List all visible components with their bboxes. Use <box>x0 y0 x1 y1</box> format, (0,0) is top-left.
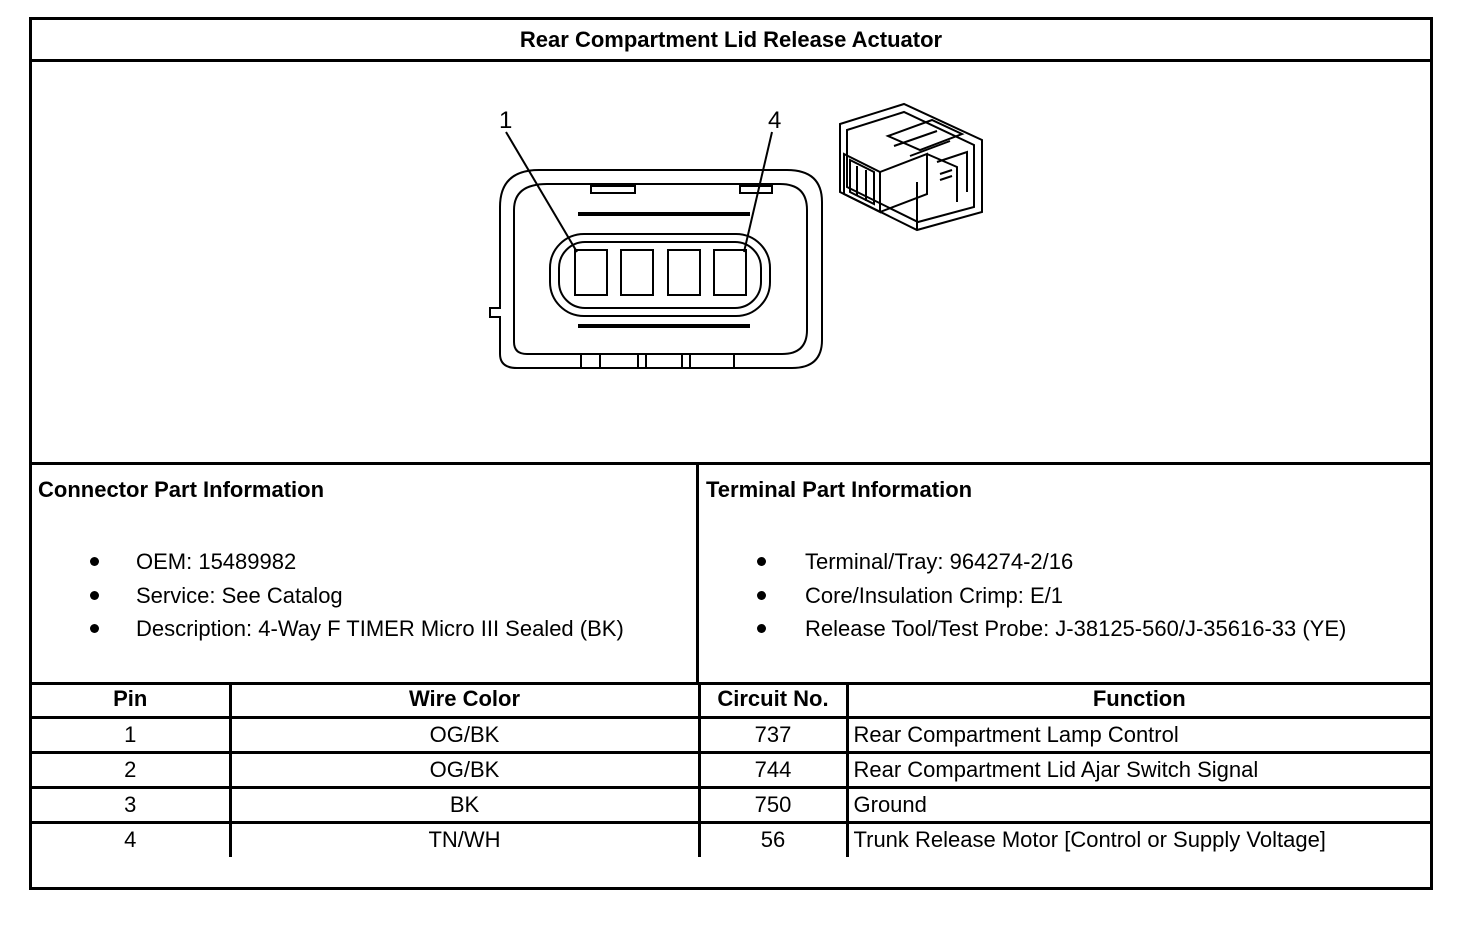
pin-cell: 2 <box>32 750 232 789</box>
circuit-cell: 744 <box>697 750 849 789</box>
function-cell: Rear Compartment Lamp Control <box>845 715 1430 754</box>
table-row: 1 OG/BK 737 Rear Compartment Lamp Contro… <box>32 715 1430 754</box>
bullet-icon <box>757 557 766 566</box>
bullet-icon <box>757 590 766 600</box>
circuit-cell: 750 <box>697 785 849 824</box>
column-header-pin: Pin <box>32 682 232 719</box>
pin-callout-4: 4 <box>768 107 781 134</box>
connector-isometric-icon <box>839 102 983 232</box>
terminal-part-info: Terminal Part Information Terminal/Tray:… <box>706 477 1347 641</box>
bullet-icon <box>90 557 99 566</box>
connector-info-heading: Connector Part Information <box>38 477 325 502</box>
bullet-icon <box>90 624 99 633</box>
column-header-wire-color: Wire Color <box>228 682 701 719</box>
connector-sheet: Rear Compartment Lid Release Actuator <box>29 17 1433 890</box>
terminal-info-heading: Terminal Part Information <box>706 477 973 502</box>
table-header-row: Pin Wire Color Circuit No. Function <box>32 682 1430 719</box>
pin-cell: 3 <box>32 785 232 824</box>
function-cell: Ground <box>845 785 1430 824</box>
function-cell: Trunk Release Motor [Control or Supply V… <box>845 820 1430 857</box>
bullet-icon <box>90 590 99 600</box>
connector-part-info: Connector Part Information OEM: 15489982… <box>32 465 699 682</box>
part-information-row: Connector Part Information OEM: 15489982… <box>32 465 1430 685</box>
circuit-cell: 56 <box>697 820 849 857</box>
wire-color-cell: OG/BK <box>228 715 701 754</box>
circuit-cell: 737 <box>697 715 849 754</box>
table-row: 4 TN/WH 56 Trunk Release Motor [Control … <box>32 820 1430 857</box>
connector-diagram-area: 1 4 <box>32 62 1430 465</box>
column-header-circuit-no: Circuit No. <box>697 682 849 719</box>
wire-color-cell: OG/BK <box>228 750 701 789</box>
pinout-table: Pin Wire Color Circuit No. Function 1 OG… <box>32 682 1430 857</box>
pin-cell: 1 <box>32 715 232 754</box>
wire-color-cell: BK <box>228 785 701 824</box>
table-row: 3 BK 750 Ground <box>32 785 1430 824</box>
function-cell: Rear Compartment Lid Ajar Switch Signal <box>845 750 1430 789</box>
column-header-function: Function <box>845 682 1430 719</box>
wire-color-cell: TN/WH <box>228 820 701 857</box>
pin-callout-1: 1 <box>499 107 512 134</box>
pin-cell: 4 <box>32 820 232 857</box>
table-row: 2 OG/BK 744 Rear Compartment Lid Ajar Sw… <box>32 750 1430 789</box>
bullet-icon <box>757 624 766 633</box>
sheet-title: Rear Compartment Lid Release Actuator <box>32 20 1430 62</box>
connector-face-diagram: 1 4 <box>489 102 983 369</box>
